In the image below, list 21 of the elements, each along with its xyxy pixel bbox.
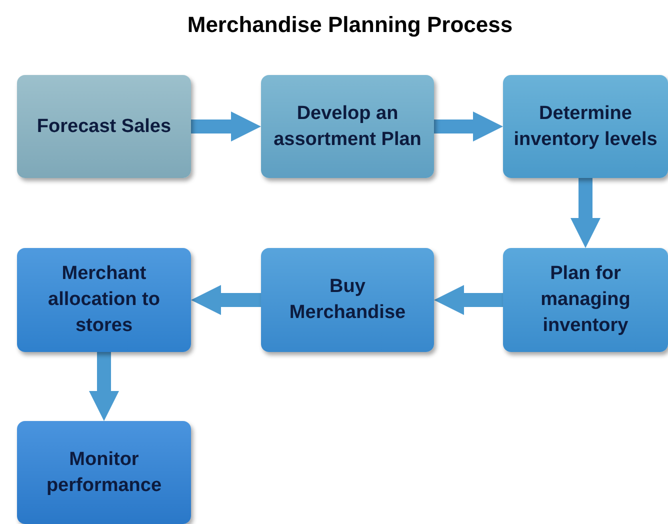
box-label: Plan for managing inventory (540, 262, 632, 338)
process-box (503, 75, 668, 178)
box-label: Buy Merchandise (288, 275, 407, 325)
process-box (17, 248, 191, 352)
arrow (570, 178, 600, 248)
diagram-title: Merchandise Planning Process (186, 11, 514, 39)
arrow (434, 285, 503, 315)
arrow (191, 112, 261, 142)
process-box (17, 421, 191, 524)
box-label: Monitor performance (45, 448, 163, 498)
box-label: Forecast Sales (36, 114, 172, 138)
box-label: Develop an assortment Plan (272, 102, 422, 152)
process-box (17, 75, 191, 178)
box-label: Determine inventory levels (512, 102, 658, 152)
process-box (261, 75, 434, 178)
arrow (191, 285, 261, 315)
box-label: Merchant allocation to stores (47, 262, 161, 338)
process-box (503, 248, 668, 352)
process-box (261, 248, 434, 352)
arrow (434, 112, 503, 142)
arrow (89, 352, 119, 421)
